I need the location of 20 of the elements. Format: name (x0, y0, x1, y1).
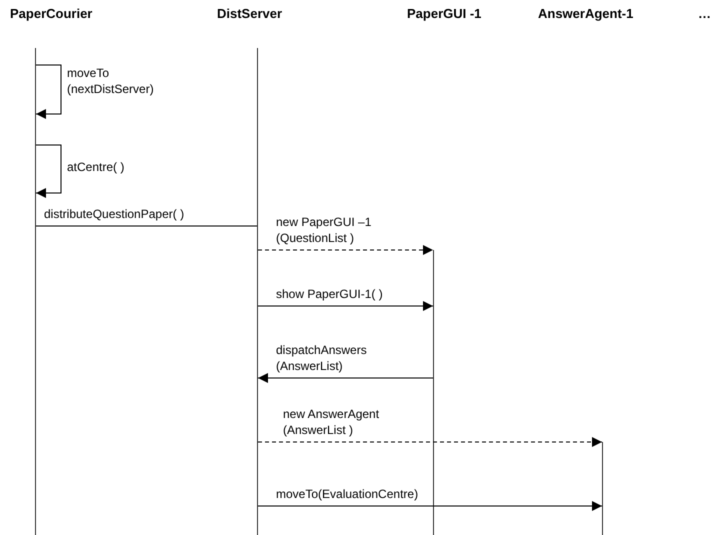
lifeline (433, 250, 434, 535)
participant-name: PaperCourier (10, 6, 92, 22)
lifeline (257, 48, 258, 535)
message-arrow (258, 437, 602, 447)
participant-name: PaperGUI -1 (407, 6, 482, 22)
message-arrow (258, 373, 434, 383)
message-label: distributeQuestionPaper( ) (44, 206, 184, 222)
message-label: atCentre( ) (67, 159, 124, 175)
message-arrow (36, 64, 62, 119)
message-label: show PaperGUI-1( ) (276, 286, 383, 302)
message-arrow (258, 501, 602, 511)
participant-name: … (698, 6, 711, 22)
message-arrow (36, 144, 62, 198)
lifeline (602, 442, 603, 535)
participant-name: AnswerAgent-1 (538, 6, 634, 22)
message-arrow (258, 301, 434, 311)
message-label: moveTo(EvaluationCentre) (276, 486, 418, 502)
participant-name: DistServer (217, 6, 282, 22)
lifeline (35, 48, 36, 535)
message-arrow (258, 245, 434, 255)
